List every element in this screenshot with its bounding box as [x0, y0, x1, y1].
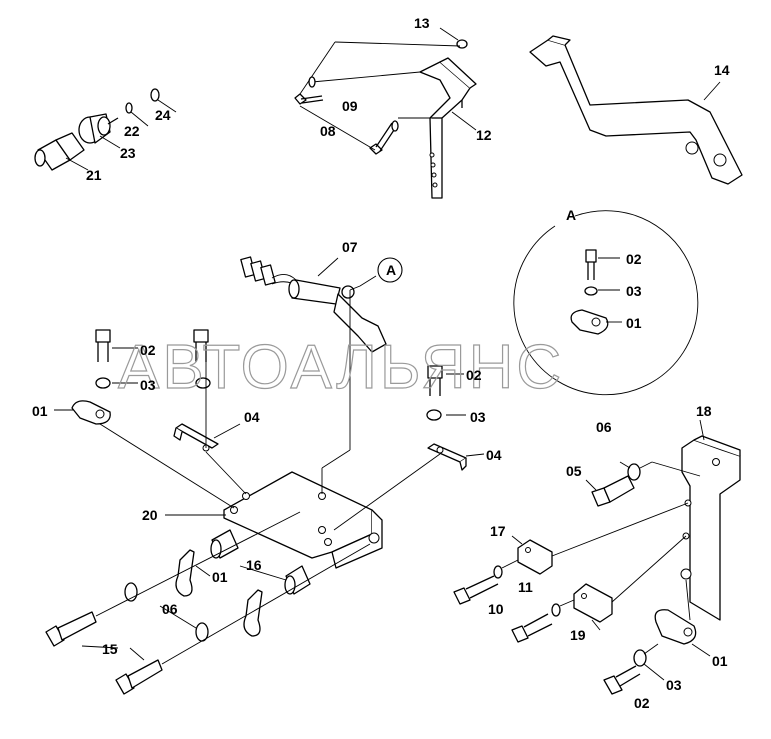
- label-02-detail: 02: [626, 251, 642, 267]
- label-04-center: 04: [244, 409, 260, 425]
- right-fasteners: [321, 290, 485, 531]
- detail-view-a: [513, 210, 699, 396]
- label-03-detail: 03: [626, 283, 642, 299]
- label-15: 15: [102, 641, 118, 657]
- label-03-left: 03: [140, 377, 156, 393]
- label-22: 22: [124, 123, 140, 139]
- label-21: 21: [86, 167, 102, 183]
- bottom-left-fasteners: [45, 511, 371, 695]
- label-02-right: 02: [466, 367, 482, 383]
- bracket-18-assembly: [453, 419, 741, 695]
- label-01-bottom: 01: [212, 569, 228, 585]
- label-02-left: 02: [140, 342, 156, 358]
- label-14: 14: [714, 62, 730, 78]
- label-24: 24: [155, 107, 171, 123]
- label-08: 08: [320, 123, 336, 139]
- label-11: 11: [518, 579, 533, 595]
- watermark-text: АВТОАЛЬЯНС: [118, 333, 564, 402]
- detail-marker-a: A: [386, 262, 396, 278]
- label-06-right: 06: [596, 419, 612, 435]
- mounting-plate-20: [165, 471, 383, 569]
- sensor-harness-07: [240, 256, 403, 353]
- label-09: 09: [342, 98, 358, 114]
- center-left-fasteners: [173, 329, 247, 495]
- label-10: 10: [488, 601, 504, 617]
- label-23: 23: [120, 145, 136, 161]
- label-04-right: 04: [486, 447, 502, 463]
- label-19: 19: [570, 627, 586, 643]
- label-03-right: 03: [470, 409, 486, 425]
- label-16: 16: [246, 557, 262, 573]
- label-20: 20: [142, 507, 158, 523]
- label-13: 13: [414, 15, 430, 31]
- sensor-assembly: [34, 88, 177, 171]
- bracket-12-assembly: [294, 27, 477, 199]
- label-12: 12: [476, 127, 492, 143]
- part-labels: 24 22 23 21 13 09 08 12 14 A 02 03 01 07…: [32, 15, 730, 711]
- detail-callout-a: A: [566, 207, 576, 223]
- label-02-bottom: 02: [634, 695, 650, 711]
- label-18: 18: [696, 403, 712, 419]
- label-17: 17: [490, 523, 506, 539]
- label-01-detail: 01: [626, 315, 642, 331]
- label-07: 07: [342, 239, 358, 255]
- label-01-right: 01: [712, 653, 728, 669]
- bracket-14: [529, 35, 743, 185]
- label-06-bottom: 06: [162, 601, 178, 617]
- label-01-left: 01: [32, 403, 48, 419]
- label-03-bottom: 03: [666, 677, 682, 693]
- left-clamp-fasteners: [54, 329, 235, 509]
- label-05: 05: [566, 463, 582, 479]
